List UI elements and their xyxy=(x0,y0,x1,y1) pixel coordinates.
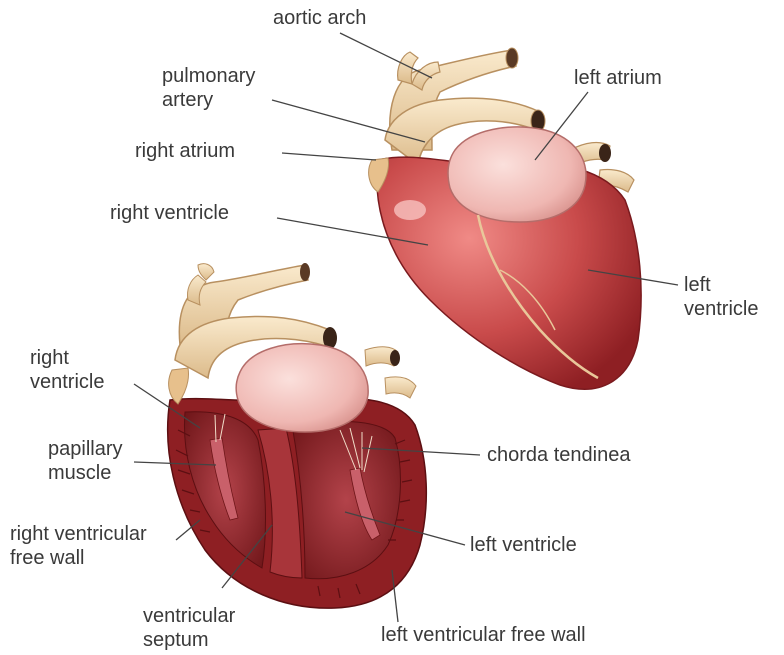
surface-highlight xyxy=(394,200,426,220)
pulmonary-vein-opening xyxy=(599,144,611,162)
label-right-ventricle-top: right ventricle xyxy=(110,201,229,225)
aorta-opening xyxy=(506,48,518,68)
left-atrium-mass-cutaway xyxy=(236,344,368,432)
leader-aortic-arch xyxy=(340,33,432,78)
left-atrium-mass xyxy=(448,127,586,222)
label-left-ventricle-top: left ventricle xyxy=(684,273,758,321)
label-left-ventricle-bottom: left ventricle xyxy=(470,533,577,557)
label-ventricular-septum: ventricular septum xyxy=(143,604,235,652)
pulmonary-vein-opening-cutaway xyxy=(390,350,400,366)
label-left-ventricular-free-wall: left ventricular free wall xyxy=(381,623,586,647)
label-aortic-arch: aortic arch xyxy=(273,6,366,30)
label-right-ventricular-free-wall: right ventricular free wall xyxy=(10,522,147,570)
label-left-atrium: left atrium xyxy=(574,66,662,90)
external-heart xyxy=(369,48,641,389)
leader-right-atrium xyxy=(282,153,376,160)
label-chorda-tendinea: chorda tendinea xyxy=(487,443,630,467)
vena-cava-cutaway xyxy=(385,377,416,398)
label-papillary-muscle: papillary muscle xyxy=(48,437,122,485)
label-pulmonary-artery: pulmonary artery xyxy=(162,64,255,112)
aorta-opening-cutaway xyxy=(300,263,310,281)
cutaway-heart xyxy=(168,263,427,608)
label-right-atrium: right atrium xyxy=(135,139,235,163)
label-right-ventricle-bottom: right ventricle xyxy=(30,346,104,394)
